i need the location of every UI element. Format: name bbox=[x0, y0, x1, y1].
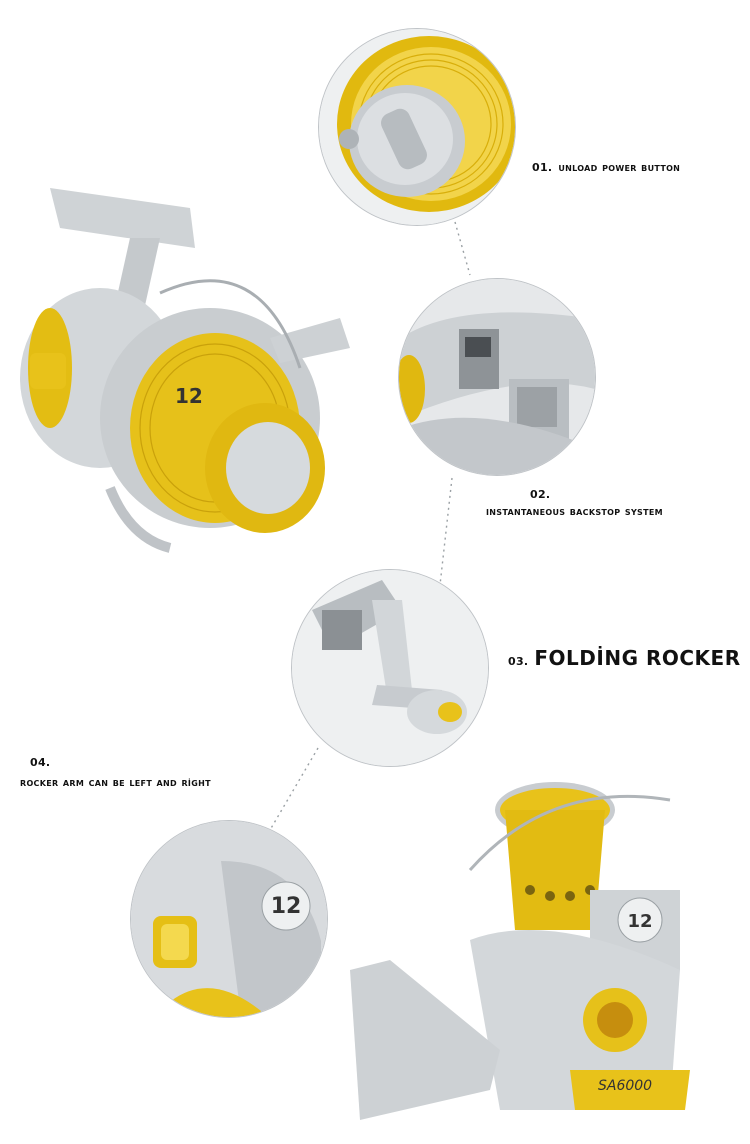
detail-body-side-image: 12 bbox=[130, 820, 328, 1018]
second-reel-model: SA6000 bbox=[598, 1078, 652, 1094]
main-reel-bearings: 12 bbox=[175, 384, 203, 408]
feature-label-2-text: INSTANTANEOUS BACKSTOP SYSTEM bbox=[486, 504, 663, 518]
feature-label-1: 01.UNLOAD POWER BUTTON bbox=[532, 160, 681, 174]
feature-label-3: 03.FOLDİNG ROCKER bbox=[508, 646, 741, 670]
detail-spool-image bbox=[318, 28, 516, 226]
svg-text:12: 12 bbox=[271, 894, 302, 919]
feature-label-4-text: ROCKER ARM CAN BE LEFT AND RİGHT bbox=[20, 775, 211, 789]
detail-folding-handle-image bbox=[291, 569, 489, 767]
feature-label-4: 04. bbox=[30, 756, 51, 769]
second-reel-bearings: 12 bbox=[627, 911, 652, 932]
main-reel-image: 12 bbox=[10, 168, 390, 588]
second-reel-image: 12 SA6000 bbox=[350, 770, 730, 1130]
feature-label-2: 02. bbox=[530, 488, 551, 501]
detail-backstop-image bbox=[398, 278, 596, 476]
